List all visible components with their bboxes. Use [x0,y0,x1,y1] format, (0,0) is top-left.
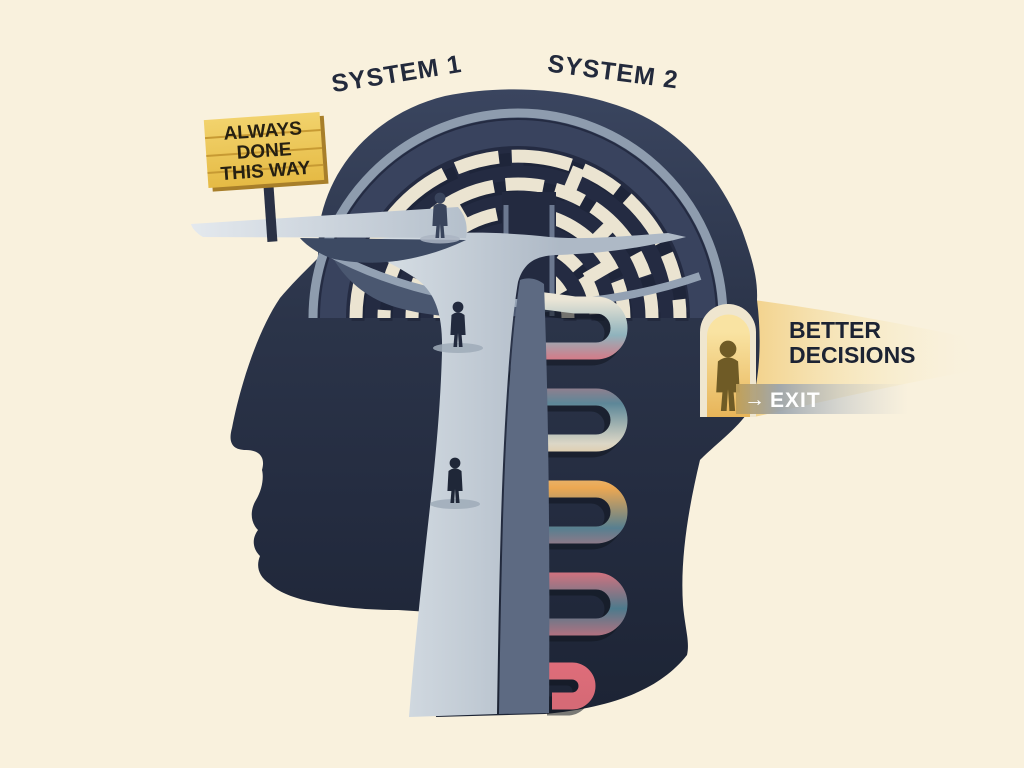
walkway-side-stripe [499,278,550,714]
exit-arrow-icon: → [744,388,765,411]
sign-plank-line [206,146,323,158]
sign-plank-line [204,128,321,140]
straight-path-walkway [191,207,686,717]
better-decisions-line2: DECISIONS [789,342,916,368]
brim-underside-shadow [300,238,466,263]
sign-text-line2: DONE [236,139,292,164]
exit-label: EXIT [770,389,821,412]
walker-shadow [420,234,460,244]
walker-shadow [430,499,480,509]
walkway-surface [348,232,686,717]
sign-post [263,181,278,242]
exit-bar-background [736,384,908,414]
better-decisions-line1: BETTER [789,317,881,343]
better-decisions-label: BETTER DECISIONS [789,317,916,368]
walker-shadow [433,343,483,353]
skull-bowl-shading [330,252,612,318]
head-brim-ledge [191,207,467,238]
sign-plank-line [207,163,324,174]
exit-bar: → EXIT [736,384,908,414]
wooden-sign: ALWAYS DONE THIS WAY [203,112,329,242]
walkers [420,192,483,509]
